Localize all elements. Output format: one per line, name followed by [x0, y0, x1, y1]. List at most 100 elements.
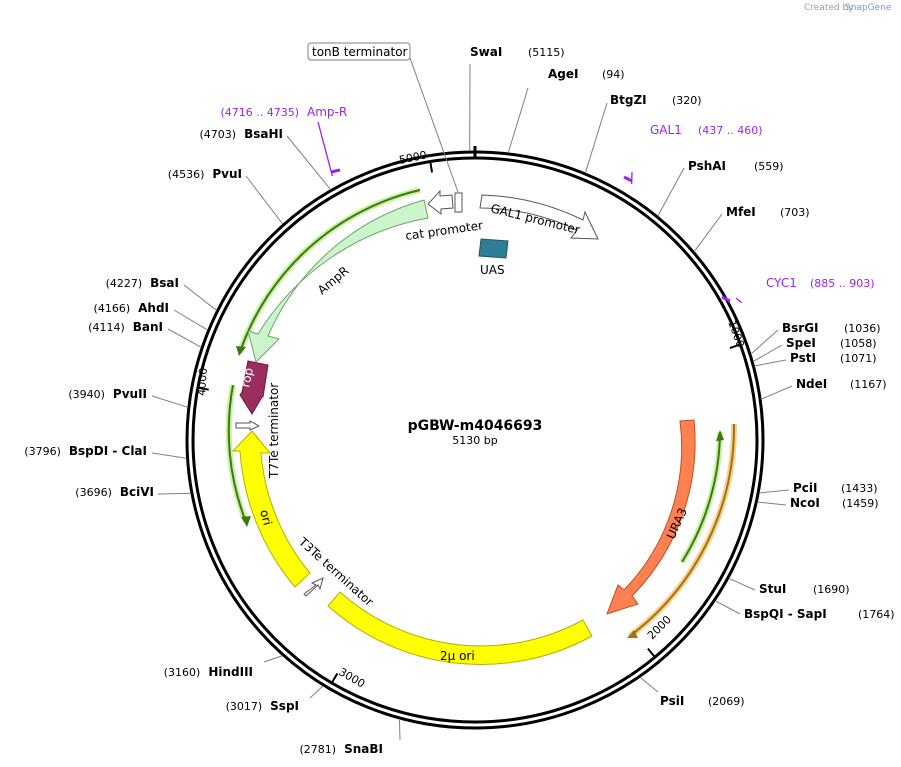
site-leader: [398, 718, 401, 741]
site-label: SspI(3017): [226, 699, 299, 713]
site-position: (1690): [813, 583, 850, 596]
site-name: HindIII: [208, 665, 253, 679]
site-leader: [752, 344, 783, 362]
site-label: HindIII (3160): [164, 665, 253, 679]
site-leader: [693, 213, 723, 252]
primer-name: GAL1: [650, 123, 682, 137]
feature-2mu-ori: [327, 591, 593, 665]
site-leader: [309, 685, 324, 699]
site-name: BspQI - SapI: [744, 607, 827, 621]
primer-label: Amp-R(4716 .. 4735): [220, 105, 347, 119]
site-label: PshAI(559): [688, 159, 784, 173]
orf-arrow-ampr: [236, 346, 246, 356]
snapgene-logo: SnapGene: [845, 3, 892, 13]
feature-rop: [239, 360, 269, 415]
feature-ori: [231, 430, 311, 588]
site-position: (4166): [94, 302, 131, 315]
tick-label: 5000: [398, 148, 428, 167]
site-name: NdeI: [796, 377, 827, 391]
site-name: PshAI: [688, 159, 726, 173]
site-leader: [263, 655, 283, 663]
tick-mark: [647, 648, 656, 657]
label-cat-promoter: cat promoter: [404, 218, 483, 243]
site-label: SnaBI (2781): [300, 742, 383, 756]
site-leader: [750, 329, 779, 355]
site-position: (5115): [528, 46, 565, 59]
site-name: SwaI: [470, 45, 502, 59]
site-label: BspDI - ClaI(3796): [24, 444, 147, 458]
site-label: StuI(1690): [759, 582, 850, 596]
orf-arc-ura3-orange-line: [629, 423, 736, 637]
site-position: (1058): [840, 337, 877, 350]
site-label: NcoI (1459): [790, 496, 879, 510]
site-name: BsaI: [150, 276, 179, 290]
site-leader: [173, 309, 208, 331]
site-leader: [714, 600, 741, 615]
site-label: SwaI (5115): [470, 45, 565, 59]
site-position: (1459): [842, 497, 879, 510]
site-label: PvuI (4536): [168, 167, 242, 181]
primer-range: (437 .. 460): [698, 124, 763, 137]
site-leader: [157, 492, 191, 495]
site-leader: [728, 577, 756, 591]
site-name: SspI: [270, 699, 299, 713]
site-name: BsaHI: [244, 127, 283, 141]
tonb-label-text: tonB terminator: [312, 45, 408, 59]
orf-arc-ampr-line: [239, 189, 421, 353]
site-leader: [757, 501, 787, 506]
site-label: PsiI(2069): [660, 694, 745, 708]
site-name: NcoI: [790, 496, 820, 510]
orf-arrow-ura3-orange: [627, 630, 638, 638]
primers: GAL1 (437 .. 460) CYC1 (885 .. 903) Amp-R(47…: [220, 105, 875, 304]
site-position: (2069): [708, 695, 745, 708]
site-leader: [183, 284, 217, 311]
site-leader: [286, 135, 332, 190]
tick-label: 1000: [725, 319, 747, 350]
tick-mark: [198, 386, 209, 391]
orf-arc-ori-line: [227, 384, 247, 523]
site-position: (4536): [168, 168, 205, 181]
site-name: SnaBI: [344, 742, 383, 756]
site-position: (2781): [300, 743, 337, 756]
site-name: PvuI: [212, 167, 242, 181]
orf-arrow-ori: [241, 516, 251, 527]
credit-text: Created by: [804, 3, 854, 13]
tonb-label-box: [307, 42, 411, 61]
site-position: (320): [672, 94, 702, 107]
site-leader: [754, 359, 787, 367]
site-position: (3696): [75, 486, 112, 499]
orf-arrow-ura3-green: [716, 430, 724, 441]
site-leader: [245, 175, 284, 225]
site-name: BciVI: [120, 485, 154, 499]
site-leader: [657, 167, 685, 217]
feature-t7te-terminator: [235, 420, 261, 431]
site-position: (1433): [841, 482, 878, 495]
feature-cat-promoter: [427, 189, 454, 216]
primer-range: (885 .. 903): [810, 277, 875, 290]
site-label: PvuII(3940): [68, 387, 147, 401]
feature-tonb-terminator: [454, 192, 463, 213]
site-label: AhdI(4166): [94, 301, 169, 315]
site-position: (1764): [858, 608, 895, 621]
site-label: BtgZI(320): [610, 93, 702, 107]
primer-name: CYC1: [766, 276, 797, 290]
site-leader: [151, 395, 189, 408]
label-uas: UAS: [480, 263, 505, 277]
site-position: (4114): [88, 321, 125, 334]
site-position: (1036): [844, 322, 881, 335]
primer-label: GAL1 (437 .. 460): [650, 123, 763, 137]
primer-leader: [735, 297, 743, 304]
site-leader: [639, 676, 659, 693]
site-label: BspQI - SapI (1764): [744, 607, 895, 621]
site-label: NdeI(1167): [796, 377, 887, 391]
site-position: (3160): [164, 666, 201, 679]
feature-t3te-terminator: [303, 577, 324, 597]
label-2mu-ori: 2μ ori: [440, 649, 475, 663]
site-leader: [759, 489, 790, 494]
site-label: MfeI(703): [726, 205, 810, 219]
label-t7te-terminator: T7Te terminator: [267, 383, 281, 479]
features: GAL1 promoter UAS cat promoter AmpR rop …: [231, 189, 696, 665]
primer-range: (4716 .. 4735): [220, 106, 299, 119]
feature-ura3: [606, 419, 696, 615]
